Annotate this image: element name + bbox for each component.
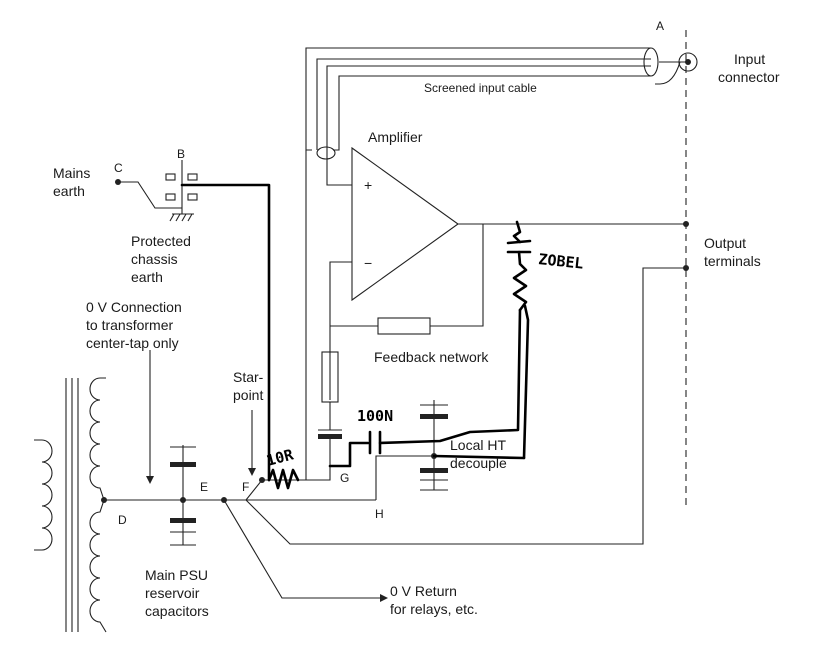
output-terminal-hot <box>683 221 689 227</box>
label-0v-return: 0 V Return <box>390 583 457 599</box>
label-main-psu-3: capacitors <box>145 603 209 619</box>
label-minus-input: − <box>364 255 372 271</box>
label-point-d: D <box>118 513 127 527</box>
label-screened-cable: Screened input cable <box>424 81 537 95</box>
star-point-wiring <box>245 150 686 545</box>
handdrawn-modifications <box>180 183 532 490</box>
label-point-a: A <box>656 19 664 33</box>
label-plus-input: + <box>364 177 372 193</box>
label-0v-return-2: for relays, etc. <box>390 601 478 617</box>
label-output-terminals: Output <box>704 235 746 251</box>
label-0v-connection-3: center-tap only <box>86 335 179 351</box>
transformer <box>34 377 107 633</box>
label-point-c: C <box>114 161 123 175</box>
label-protected-chassis-2: chassis <box>131 251 178 267</box>
handwritten-100n: 100N <box>357 407 393 425</box>
label-input-connector: Input <box>734 51 765 67</box>
input-connector <box>655 52 698 85</box>
label-mains-earth: Mains <box>53 165 90 181</box>
chassis-earth <box>115 160 198 222</box>
screened-input-cable <box>305 47 688 186</box>
handwritten-zobel: ZOBEL <box>538 250 585 273</box>
label-point-g: G <box>340 471 349 485</box>
label-point-e: E <box>200 480 208 494</box>
label-main-psu-2: reservoir <box>145 585 200 601</box>
label-star-point: Star- <box>233 369 264 385</box>
label-point-f: F <box>242 480 249 494</box>
label-local-ht-2: decouple <box>450 455 507 471</box>
local-ht-decouple <box>375 400 448 500</box>
label-output-terminals-2: terminals <box>704 253 761 269</box>
amplifier-symbol <box>351 146 459 302</box>
label-0v-connection-2: to transformer <box>86 317 173 333</box>
label-local-ht: Local HT <box>450 437 506 453</box>
label-protected-chassis-3: earth <box>131 269 163 285</box>
label-0v-connection: 0 V Connection <box>86 299 182 315</box>
label-feedback-network: Feedback network <box>374 349 489 365</box>
label-main-psu: Main PSU <box>145 567 208 583</box>
label-input-connector-2: connector <box>718 69 780 85</box>
label-mains-earth-2: earth <box>53 183 85 199</box>
feedback-network <box>318 224 484 466</box>
label-point-h: H <box>375 507 384 521</box>
label-protected-chassis: Protected <box>131 233 191 249</box>
psu-capacitors <box>104 350 388 602</box>
label-point-b: B <box>177 147 185 161</box>
label-star-point-2: point <box>233 387 263 403</box>
label-amplifier: Amplifier <box>368 129 423 145</box>
